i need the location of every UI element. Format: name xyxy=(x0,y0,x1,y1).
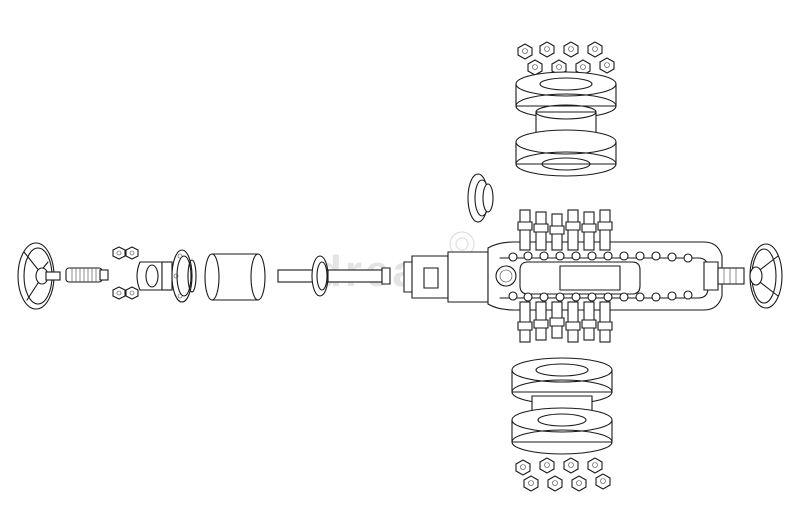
small-nuts-left xyxy=(112,246,139,300)
lower-flange-top xyxy=(511,357,613,405)
lower-nuts xyxy=(515,457,611,492)
body-bolts-top xyxy=(508,251,693,263)
upper-flange-top xyxy=(515,71,617,119)
right-handwheel xyxy=(749,243,783,309)
left-handwheel xyxy=(17,242,61,310)
gate-stem xyxy=(277,255,391,297)
upper-flange-bottom xyxy=(515,129,617,177)
upper-nuts xyxy=(517,41,615,76)
cylinder-sleeve xyxy=(204,253,266,301)
yoke-bracket xyxy=(136,261,173,291)
threaded-stem xyxy=(65,267,109,283)
lower-flange-bottom xyxy=(511,407,613,455)
studs-lower xyxy=(517,301,613,343)
body-bolts-bottom xyxy=(508,290,693,302)
seat-ring xyxy=(467,173,494,223)
studs-upper xyxy=(517,209,613,251)
flange-ring-small xyxy=(171,249,197,303)
